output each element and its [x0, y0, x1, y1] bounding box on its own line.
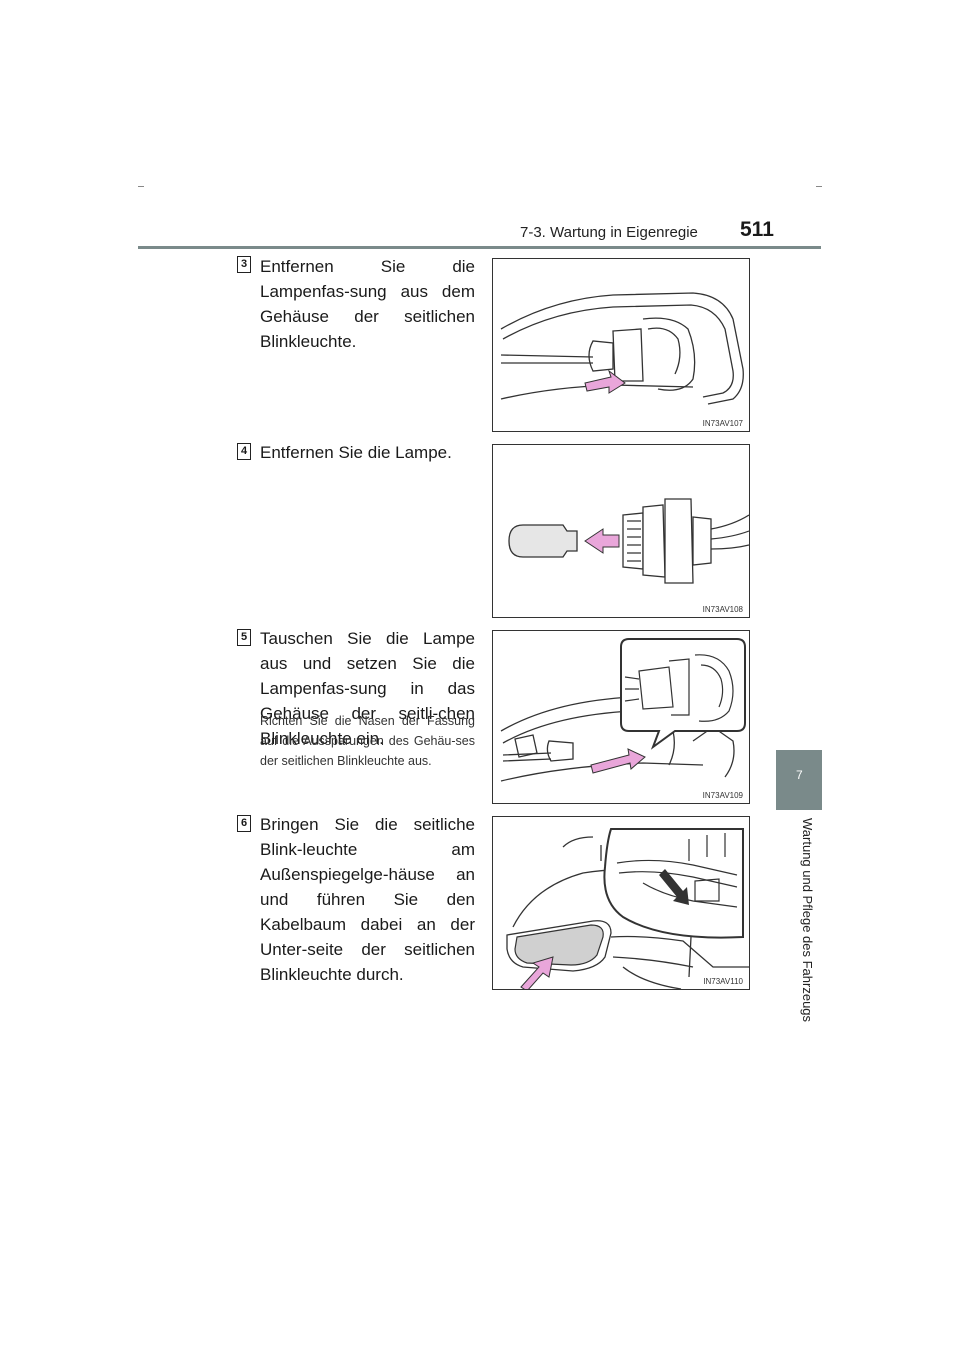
figure-code: IN73AV107 [702, 419, 743, 428]
socket-insert-illustration [500, 638, 746, 782]
step-number: 4 [237, 443, 251, 460]
crop-mark [816, 186, 822, 187]
step-text: Entfernen Sie die Lampe. [260, 443, 452, 462]
bulb-removal-illustration [508, 498, 749, 584]
section-title: 7-3. Wartung in Eigenregie [520, 224, 698, 241]
step-text: Bringen Sie die seitliche Blink-leuchte … [260, 815, 475, 984]
header-divider [138, 246, 821, 249]
chapter-title: Wartung und Pflege des Fahrzeugs [800, 818, 815, 1023]
crop-mark [138, 186, 144, 187]
socket-removal-illustration [500, 292, 744, 405]
figure-code: IN73AV108 [702, 605, 743, 614]
step-note: Richten Sie die Nasen der Fassung auf di… [260, 714, 475, 768]
arrow-icon [590, 748, 646, 774]
step-number: 6 [237, 815, 251, 832]
figure-code: IN73AV109 [702, 791, 743, 800]
chapter-number: 7 [796, 768, 803, 782]
turn-signal-attach-illustration [506, 828, 749, 989]
figure-remove-socket: IN73AV107 [492, 258, 750, 432]
step-number: 5 [237, 629, 251, 646]
arrow-icon [584, 369, 626, 394]
zoom-callout [620, 638, 746, 750]
arrow-icon [520, 956, 554, 989]
arrow-icon [584, 528, 620, 554]
step-number: 3 [237, 256, 251, 273]
step-text: Tauschen Sie die Lampe aus und setzen Si… [260, 629, 475, 748]
figure-remove-bulb: IN73AV108 [492, 444, 750, 618]
step-text: Entfernen Sie die Lampenfas-sung aus dem… [260, 257, 475, 351]
figure-code: IN73AV110 [703, 977, 743, 986]
chapter-tab [776, 750, 822, 810]
figure-attach-turn-signal: IN73AV110 [492, 816, 750, 990]
page-number: 511 [740, 218, 774, 241]
figure-insert-socket: IN73AV109 [492, 630, 750, 804]
